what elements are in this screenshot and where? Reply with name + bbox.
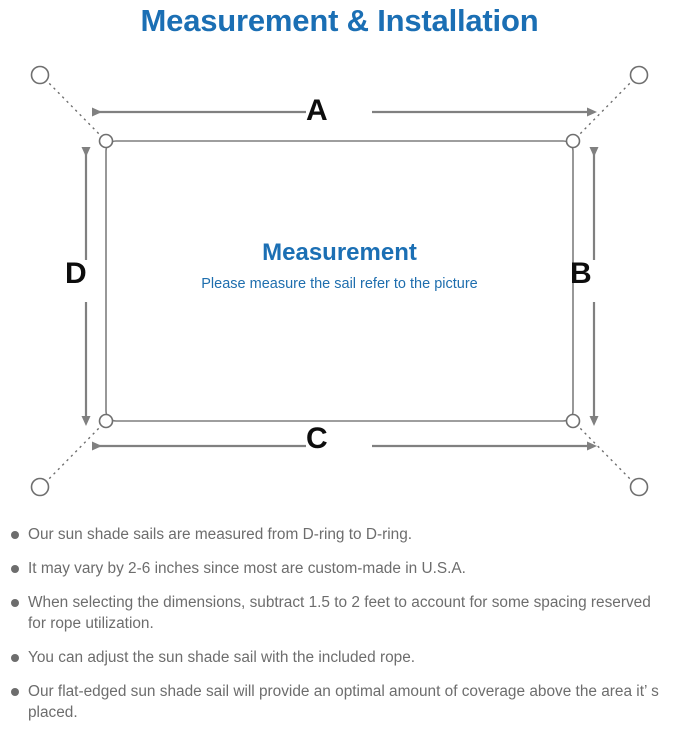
anchor-points-group: [30, 65, 649, 497]
bullet-icon: [11, 688, 19, 696]
list-item-text: Our sun shade sails are measured from D-…: [28, 526, 413, 543]
list-item: Our flat-edged sun shade sail will provi…: [0, 681, 679, 723]
anchor-point-icon: [30, 65, 50, 85]
notes-list: Our sun shade sails are measured from D-…: [0, 524, 679, 736]
bullet-icon: [11, 531, 19, 539]
list-item: It may vary by 2-6 inches since most are…: [0, 558, 679, 579]
list-item-text: You can adjust the sun shade sail with t…: [28, 649, 416, 666]
dimension-label-a: A: [306, 94, 328, 127]
rope-lines-group: [42, 76, 637, 486]
d-rings-group: [98, 133, 581, 429]
list-item: Our sun shade sails are measured from D-…: [0, 524, 679, 545]
measurement-diagram: A B C D Measurement Please measure the s…: [0, 46, 679, 516]
bullet-icon: [11, 599, 19, 607]
diagram-canvas: [30, 65, 649, 497]
list-item: When selecting the dimensions, subtract …: [0, 592, 679, 634]
d-ring-icon: [565, 413, 581, 429]
page-title: Measurement & Installation: [140, 3, 539, 38]
bullet-icon: [11, 565, 19, 573]
dotted-rope-line-icon: [42, 76, 104, 139]
sail-outline: [105, 140, 574, 422]
anchor-point-icon: [30, 477, 50, 497]
dimension-label-c: C: [306, 422, 328, 455]
diagram-center-title: Measurement: [262, 239, 417, 266]
d-ring-icon: [98, 413, 114, 429]
list-item-text: When selecting the dimensions, subtract …: [28, 594, 651, 632]
list-item: You can adjust the sun shade sail with t…: [0, 647, 679, 668]
dotted-rope-line-icon: [575, 76, 637, 139]
dotted-rope-line-icon: [42, 423, 104, 486]
bullet-icon: [11, 654, 19, 662]
dimension-label-d: D: [65, 257, 87, 290]
list-item-text: Our flat-edged sun shade sail will provi…: [28, 683, 659, 721]
diagram-center-subtitle: Please measure the sail refer to the pic…: [201, 276, 478, 292]
anchor-point-icon: [629, 477, 649, 497]
d-ring-icon: [98, 133, 114, 149]
d-ring-icon: [565, 133, 581, 149]
list-item-text: It may vary by 2-6 inches since most are…: [28, 560, 466, 577]
dotted-rope-line-icon: [575, 423, 637, 486]
dimension-label-b: B: [570, 257, 592, 290]
anchor-point-icon: [629, 65, 649, 85]
